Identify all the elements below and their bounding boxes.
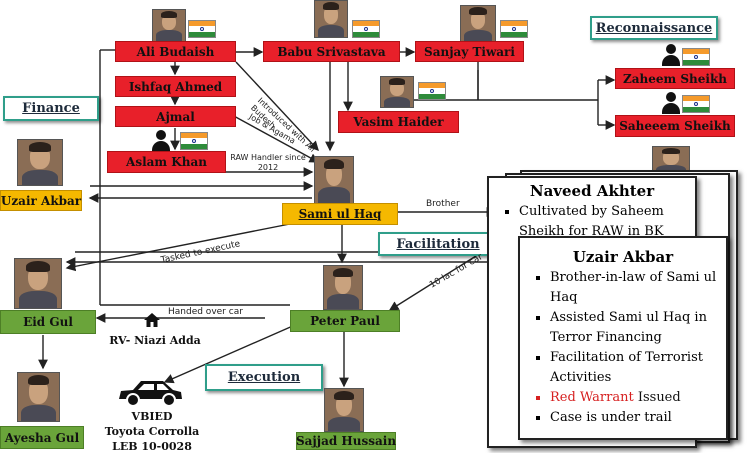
photo-sami-ul-haq [314, 156, 354, 204]
photo-eid-gul [14, 258, 62, 309]
vehicle-line3: LEB 10-0028 [112, 440, 192, 453]
node-zaheem-sheikh: Zaheem Sheikh [615, 68, 735, 89]
node-uzair-akbar: Uzair Akbar [0, 190, 82, 211]
card-uzair-title: Uzair Akbar [572, 248, 674, 266]
india-flag-icon [682, 48, 710, 66]
india-flag-icon [682, 95, 710, 113]
photo-ayesha-gul [17, 372, 60, 422]
heading-reconnaissance: Reconnaissance [590, 16, 718, 40]
card-uzair-item: Assisted Sami ul Haq in Terror Financing [550, 308, 726, 348]
node-ajmal: Ajmal [115, 106, 236, 127]
card-uzair-item: Case is under trail [550, 408, 726, 428]
node-vasim-haider: Vasim Haider [338, 111, 459, 133]
card-uzair-item: Facilitation of Terrorist Activities [550, 348, 726, 388]
red-warrant-rest: Issued [633, 390, 681, 405]
person-silhouette-icon [150, 130, 172, 152]
person-silhouette-icon [660, 44, 682, 66]
heading-finance: Finance [3, 96, 99, 121]
node-ali-budaish: Ali Budaish [115, 41, 236, 62]
photo-sajjad-hussain [324, 388, 364, 432]
heading-execution: Execution [205, 364, 323, 391]
node-babu-srivastava: Babu Srivastava [263, 41, 400, 62]
node-eid-gul: Eid Gul [0, 310, 96, 334]
india-flag-icon [180, 132, 208, 150]
node-ishfaq-ahmed: Ishfaq Ahmed [115, 76, 236, 97]
india-flag-icon [188, 20, 216, 38]
vehicle-line2: Toyota Corrolla [104, 425, 200, 438]
person-silhouette-icon [660, 92, 682, 114]
photo-vasim-haider [380, 76, 414, 108]
place-label: RV- Niazi Adda [109, 334, 201, 347]
photo-sanjay-tiwari [460, 5, 496, 43]
house-icon [144, 313, 160, 327]
node-ayesha-gul: Ayesha Gul [0, 426, 84, 449]
edge-label-brother: Brother [426, 199, 460, 209]
card-naveed-title: Naveed Akhter [529, 182, 655, 200]
node-saheeem-sheikh: Saheeem Sheikh [615, 115, 735, 137]
node-peter-paul: Peter Paul [290, 310, 400, 332]
india-flag-icon [500, 20, 528, 38]
car-icon [119, 381, 182, 407]
photo-uzair-akbar [17, 139, 63, 186]
photo-ali-budaish [152, 9, 186, 42]
red-warrant-text: Red Warrant [550, 390, 634, 405]
node-sanjay-tiwari: Sanjay Tiwari [415, 41, 524, 62]
heading-facilitation: Facilitation [378, 232, 498, 256]
india-flag-icon [418, 82, 446, 100]
card-uzair-akbar: Uzair Akbar Brother-in-law of Sami ul Ha… [518, 236, 728, 440]
card-uzair-item: Brother-in-law of Sami ul Haq [550, 268, 726, 308]
card-naveed-item: Cultivated by Saheem Sheikh for RAW in B… [519, 202, 695, 242]
photo-peter-paul [323, 265, 363, 310]
node-sami-ul-haq: Sami ul Haq [282, 203, 398, 225]
node-sajjad-hussain: Sajjad Hussain [295, 432, 397, 450]
vehicle-line1: VBIED [131, 410, 173, 423]
node-aslam-khan: Aslam Khan [107, 151, 226, 173]
edge-label-raw-handler: RAW Handler since 2012 [230, 153, 306, 172]
india-flag-icon [352, 20, 380, 38]
card-uzair-item-red-warrant: Red Warrant Issued [550, 388, 726, 408]
edge-label-handed-over: Handed over car [168, 307, 243, 317]
photo-babu-srivastava [314, 0, 348, 38]
